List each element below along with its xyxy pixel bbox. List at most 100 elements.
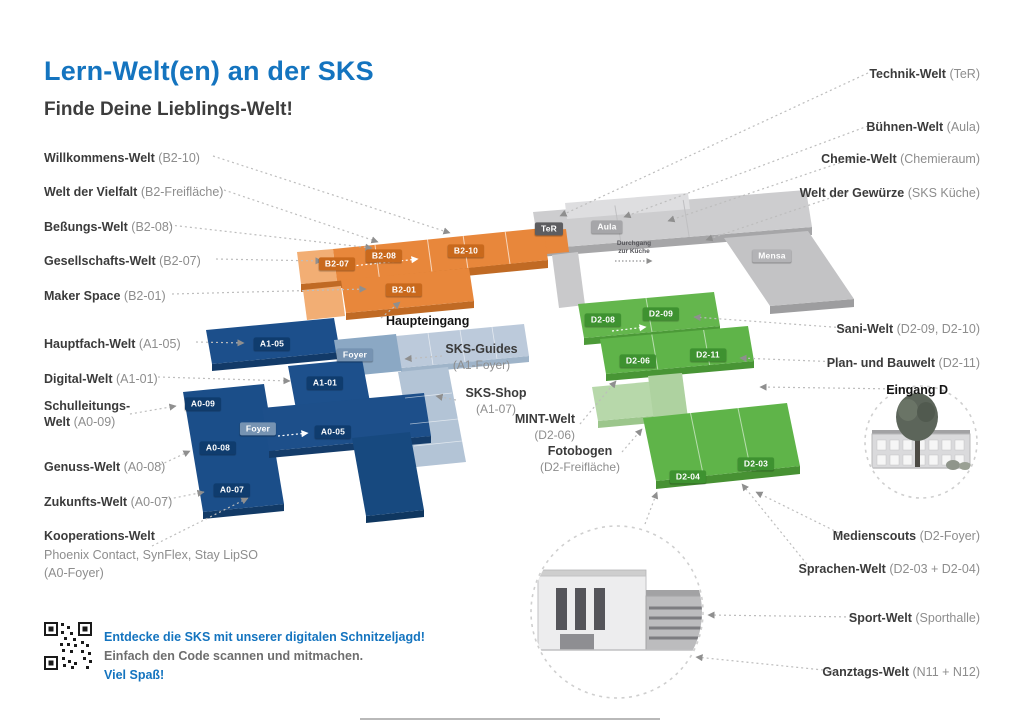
label-name: Zukunfts-Welt: [44, 495, 128, 509]
label-name: Medienscouts: [832, 529, 917, 543]
label-sani-welt: Sani-Welt (D2-09, D2-10): [836, 321, 980, 337]
label-detail: (D2-03 + D2-04): [889, 562, 980, 576]
durchgang-line2: zur Küche: [618, 248, 650, 255]
label-detail: (A0-09): [73, 415, 116, 430]
photo-inset-sporthalle: [530, 525, 704, 699]
qr-code: [42, 620, 94, 672]
label-detail: (D2-11): [938, 356, 980, 370]
label-name: SKS-Shop: [465, 386, 527, 400]
label-bessungs-welt: Beßungs-Welt (B2-08): [44, 219, 173, 235]
qr-caption-line3: Viel Spaß!: [104, 668, 165, 682]
label-detail: (D2-Foyer): [919, 529, 980, 543]
label-name: Bühnen-Welt: [866, 120, 944, 134]
label-haupteingang: Haupteingang: [386, 313, 469, 329]
label-ganztags-welt: Ganztags-Welt (N11 + N12): [822, 664, 980, 680]
label-name: Eingang D: [886, 383, 948, 397]
room-chip-ter: TeR: [534, 222, 564, 236]
label-sks-shop: SKS-Shop (A1-07): [438, 386, 554, 417]
room-chip-a0-09: A0-09: [184, 397, 222, 411]
label-name: Schulleitungs-Welt: [44, 399, 131, 430]
label-welt-der-gewuerze: Welt der Gewürze (SKS Küche): [800, 185, 980, 201]
label-schulleitungs-welt: Schulleitungs-Welt (A0-09): [44, 398, 154, 431]
label-detail: (N11 + N12): [912, 665, 980, 679]
room-chip-b2-08: B2-08: [365, 249, 403, 263]
label-name: Fotobogen: [547, 444, 613, 458]
label-hauptfach-welt: Hauptfach-Welt (A1-05): [44, 336, 181, 352]
label-name: Willkommens-Welt: [44, 151, 155, 165]
room-chip-d2-08: D2-08: [584, 313, 622, 327]
leader-lines: [129, 72, 901, 672]
label-detail: (B2-08): [131, 220, 173, 234]
label-name: Technik-Welt: [869, 67, 946, 81]
qr-caption-line2: Einfach den Code scannen und mitmachen.: [104, 649, 364, 663]
label-name: Sprachen-Welt: [798, 562, 886, 576]
room-chip-a0-07: A0-07: [213, 483, 251, 497]
label-detail: (A1-Foyer): [452, 357, 511, 372]
label-detail: (D2-09, D2-10): [896, 322, 980, 336]
qr-caption: Entdecke die SKS mit unserer digitalen S…: [104, 628, 425, 685]
label-detail: (B2-10): [158, 151, 200, 165]
room-chip-a0-05: A0-05: [314, 425, 352, 439]
label-detail: (D2-Freifläche): [539, 459, 620, 474]
building-b2: [297, 228, 569, 320]
label-sks-guides: SKS-Guides (A1-Foyer): [424, 342, 539, 373]
label-name: Welt der Vielfalt: [44, 185, 138, 199]
label-medienscouts: Medienscouts (D2-Foyer): [833, 528, 980, 544]
room-chip-b2-07: B2-07: [318, 257, 356, 271]
label-willkommens-welt: Willkommens-Welt (B2-10): [44, 150, 200, 166]
label-name: Sport-Welt: [848, 611, 912, 625]
label-detail: (B2-Freifläche): [140, 185, 224, 199]
label-detail: (A1-07): [475, 401, 516, 416]
label-welt-der-vielfalt: Welt der Vielfalt (B2-Freifläche): [44, 184, 223, 200]
room-chip-d2-06: D2-06: [619, 354, 657, 368]
label-detail: (Aula): [946, 120, 980, 134]
room-chip-a1-05: A1-05: [253, 337, 291, 351]
label-detail: (A0-Foyer): [44, 566, 104, 580]
label-name: Maker Space: [44, 289, 121, 303]
label-detail: (Chemieraum): [900, 152, 980, 166]
label-sprachen-welt: Sprachen-Welt (D2-03 + D2-04): [799, 561, 980, 577]
label-detail: (A1-05): [138, 337, 181, 351]
label-detail: (D2-06): [534, 427, 575, 442]
label-name: Sani-Welt: [836, 322, 894, 336]
label-maker-space: Maker Space (B2-01): [44, 288, 166, 304]
label-plan-und-bauwelt: Plan- und Bauwelt (D2-11): [827, 355, 980, 371]
label-name: Gesellschafts-Welt: [44, 254, 156, 268]
room-chip-b2-10: B2-10: [447, 244, 485, 258]
room-chip-a0-08: A0-08: [199, 441, 237, 455]
photo-inset-entrance: [864, 385, 978, 499]
route-arrows: [277, 256, 647, 438]
label-buehnen-welt: Bühnen-Welt (Aula): [866, 119, 980, 135]
label-eingang-d: Eingang D: [886, 382, 948, 398]
label-sport-welt: Sport-Welt (Sporthalle): [849, 610, 980, 626]
label-partners: Phoenix Contact, SynFlex, Stay LipSO: [44, 547, 258, 562]
label-genuss-welt: Genuss-Welt (A0-08): [44, 459, 165, 475]
label-name: Plan- und Bauwelt: [826, 356, 936, 370]
label-name: Welt der Gewürze: [799, 186, 905, 200]
label-technik-welt: Technik-Welt (TeR): [869, 66, 980, 82]
room-chip-mensa: Mensa: [752, 249, 792, 263]
label-detail: (SKS Küche): [907, 186, 980, 200]
label-name: Beßungs-Welt: [44, 220, 128, 234]
qr-caption-line1: Entdecke die SKS mit unserer digitalen S…: [104, 630, 425, 644]
room-label-durchgang: Durchgang zur Küche: [617, 240, 651, 256]
durchgang-line1: Durchgang: [616, 240, 652, 248]
room-chip-b2-01: B2-01: [385, 283, 423, 297]
label-name: MINT-Welt: [514, 412, 575, 426]
room-chip-d2-09: D2-09: [642, 307, 680, 321]
label-name: Chemie-Welt: [821, 152, 897, 166]
label-detail: (B2-01): [123, 289, 166, 303]
room-chip-foyer-a0: Foyer: [239, 422, 277, 436]
label-chemie-welt: Chemie-Welt (Chemieraum): [821, 151, 980, 167]
label-detail: (A0-07): [130, 495, 173, 509]
label-name: Digital-Welt: [44, 372, 113, 386]
label-name: Ganztags-Welt: [822, 665, 909, 679]
label-kooperations-welt: Kooperations-Welt Phoenix Contact, SynFl…: [44, 527, 258, 583]
room-chip-foyer-a1: Foyer: [336, 348, 374, 362]
label-detail: (A0-08): [123, 460, 166, 474]
label-mint-welt: MINT-Welt (D2-06): [455, 412, 575, 443]
label-detail: (B2-07): [159, 254, 201, 268]
room-chip-a1-01: A1-01: [306, 376, 344, 390]
room-chip-d2-03: D2-03: [737, 457, 775, 471]
